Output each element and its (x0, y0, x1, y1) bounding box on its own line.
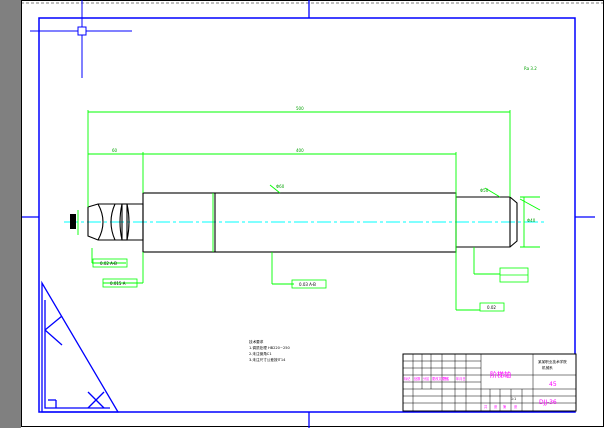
svg-text:张: 张 (514, 404, 518, 409)
direction-triangle (41, 280, 120, 413)
part-name: 阶梯轴 (490, 370, 511, 379)
technical-notes: 技术要求 1.调质处理 HB220~250 2.未注倒角C1 3.未注尺寸公差按… (249, 339, 291, 362)
svg-text:第: 第 (503, 404, 507, 409)
dim-overall-length: 500 (296, 106, 304, 111)
tolerance-1: 0.02 A-B (100, 261, 117, 266)
svg-text:分区: 分区 (423, 376, 430, 381)
note-2: 2.未注倒角C1 (249, 351, 272, 356)
drawing-number: DJJ-36 (539, 399, 557, 406)
tolerance-4: 0.02 (487, 305, 496, 310)
dimension-texts: 500 400 60 Φ60 Φ50 Φ40 (112, 106, 536, 223)
svg-text:Ra 3.2: Ra 3.2 (524, 66, 537, 71)
svg-text:处数: 处数 (414, 376, 421, 381)
material: 45 (549, 381, 557, 388)
svg-text:共: 共 (484, 404, 488, 409)
dimension-lines (77, 110, 541, 311)
department-name: 机械系 (542, 365, 553, 370)
svg-text:更改文件号: 更改文件号 (432, 376, 448, 381)
dim-d2: Φ40 (527, 218, 536, 223)
svg-text:标记: 标记 (404, 376, 411, 381)
note-3: 3.未注尺寸公差按IT14 (249, 357, 286, 362)
tolerance-frames: 0.02 A-B 0.015 A 0.03 A-B 0.02 (92, 258, 529, 312)
svg-text:张: 张 (494, 404, 498, 409)
svg-text:签名: 签名 (443, 376, 449, 381)
dim-main-length: 400 (296, 148, 304, 153)
svg-text:年月日: 年月日 (456, 376, 466, 381)
center-hole-mark (70, 214, 76, 229)
note-1: 1.调质处理 HB220~250 (249, 345, 291, 350)
title-block: 阶梯轴 某某职业技术学院 机械系 45 DJJ-36 标记 处数 分区 更改文件… (402, 353, 577, 412)
dim-left-length: 60 (112, 148, 118, 153)
crosshair-cursor[interactable] (30, 0, 132, 78)
roughness-note-general: Ra 3.2 (524, 66, 537, 71)
dim-d3: Φ50 (480, 188, 489, 193)
tolerance-2: 0.015 A (110, 281, 126, 286)
tolerance-3: 0.03 A-B (299, 282, 316, 287)
notes-title: 技术要求 (249, 339, 264, 344)
dim-d1: Φ60 (276, 184, 285, 189)
drawing-frame (38, 17, 576, 413)
scale: 1:1 (511, 397, 516, 401)
school-name: 某某职业技术学院 (538, 359, 567, 364)
